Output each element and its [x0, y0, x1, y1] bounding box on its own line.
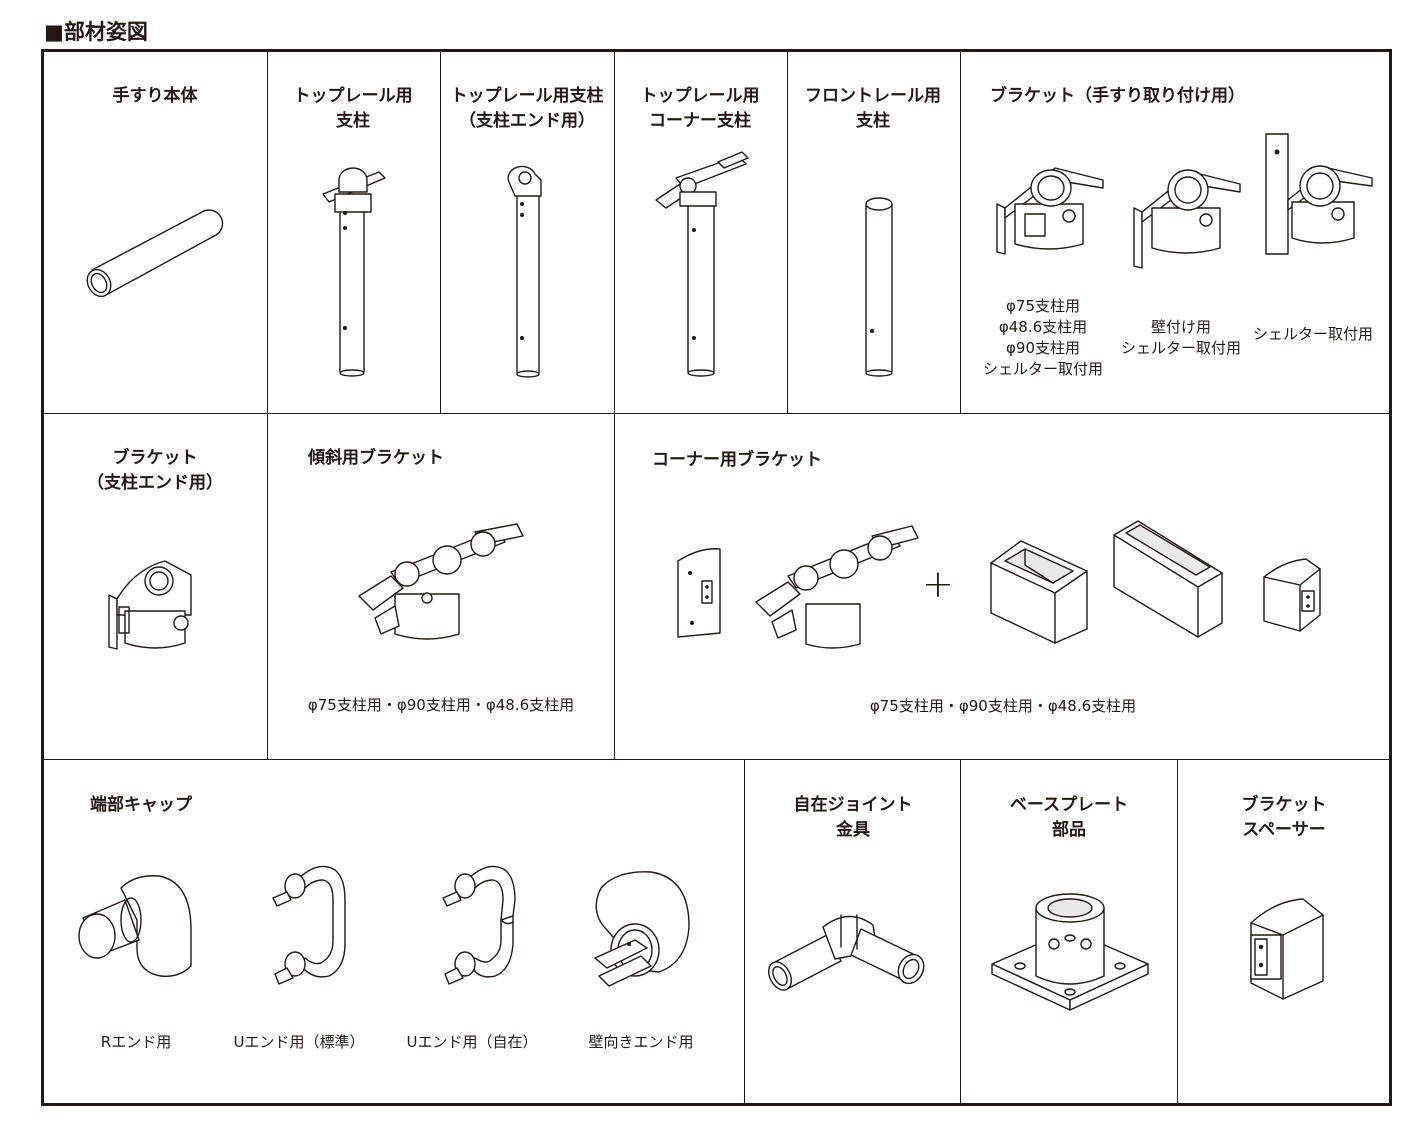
title-line: 自在ジョイント [793, 795, 913, 815]
col-divider [440, 51, 441, 413]
u-end-cap-standard-illustration [272, 865, 346, 985]
title-line: トップレール用支柱 [450, 86, 604, 106]
corner-spacer-illustration [1263, 558, 1321, 632]
frontrail-post-illustration [865, 197, 893, 377]
frontrail-post-title: フロントレール用 支柱 [805, 84, 941, 134]
toprail-corner-post-illustration [655, 151, 749, 377]
bracket-wall-illustration [1133, 169, 1241, 269]
toprail-post-title: トップレール用 支柱 [294, 84, 413, 134]
toprail-post-illustration [322, 167, 386, 377]
caption-line: φ75支柱用 [1006, 297, 1080, 315]
title-line: （支柱エンド用） [87, 473, 223, 493]
bracket-mount-caption-c: シェルター取付用 [1252, 325, 1374, 343]
end-cap-caption-wall: 壁向きエンド用 [588, 1033, 694, 1051]
incline-bracket-title: 傾斜用ブラケット [308, 448, 444, 468]
bracket-post-illustration [996, 167, 1104, 255]
corner-bracket-illustration [755, 525, 919, 649]
caption-line: シェルター取付用 [1120, 339, 1242, 357]
corner-cover-long-illustration [1113, 520, 1223, 638]
bracket-mount-caption-a: φ75支柱用 φ48.6支柱用 φ90支柱用 シェルター取付用 [983, 296, 1103, 380]
title-line: コーナー支柱 [649, 111, 751, 131]
handrail-body-title: 手すり本体 [112, 86, 198, 106]
incline-bracket-caption: φ75支柱用・φ90支柱用・φ48.6支柱用 [307, 696, 575, 714]
bracket-mount-title: ブラケット（手すり取り付け用） [990, 86, 1245, 106]
caption-line: シェルター取付用 [982, 360, 1104, 378]
bracket-mount-caption-b: 壁付け用 シェルター取付用 [1121, 317, 1241, 359]
bracket-shelter-illustration [1265, 133, 1373, 255]
title-line: ブラケット [1241, 795, 1327, 815]
title-line: 支柱 [856, 111, 890, 131]
title-line: ブラケット [112, 448, 198, 468]
toprail-post-end-title: トップレール用支柱 （支柱エンド用） [451, 84, 604, 134]
parts-table [41, 49, 1392, 1106]
toprail-post-end-illustration [507, 165, 542, 378]
col-divider [1177, 760, 1178, 1105]
title-line: ベースプレート [1009, 795, 1129, 815]
title-line: スペーサー [1242, 820, 1326, 840]
corner-plate-illustration [677, 548, 721, 638]
base-plate-title: ベースプレート 部品 [1010, 793, 1128, 843]
free-joint-title: 自在ジョイント 金具 [794, 793, 913, 843]
col-divider [787, 51, 788, 413]
incline-bracket-illustration [358, 523, 524, 640]
toprail-corner-post-title: トップレール用 コーナー支柱 [641, 84, 760, 134]
caption-line: φ90支柱用 [1006, 339, 1080, 357]
col-divider [744, 760, 745, 1105]
corner-bracket-caption: φ75支柱用・φ90支柱用・φ48.6支柱用 [869, 697, 1137, 715]
title-line: （支柱エンド用） [459, 111, 595, 131]
title-line: フロントレール用 [805, 86, 941, 106]
plus-sign: + [922, 562, 954, 606]
wall-end-cap-illustration [594, 871, 690, 987]
corner-cover-illustration [990, 540, 1088, 644]
free-joint-illustration [768, 914, 925, 991]
title-line: 金具 [836, 820, 870, 840]
caption-line: 壁付け用 [1150, 318, 1212, 336]
bracket-spacer-title: ブラケット スペーサー [1242, 793, 1327, 843]
u-end-cap-free-illustration [442, 865, 516, 985]
corner-bracket-title: コーナー用ブラケット [652, 450, 822, 470]
col-divider [614, 51, 615, 759]
col-divider [960, 51, 961, 413]
bracket-post-end-illustration [108, 560, 192, 650]
end-cap-caption-r: Rエンド用 [100, 1033, 172, 1051]
bracket-spacer-illustration [1250, 898, 1324, 1000]
title-line: 支柱 [336, 111, 370, 131]
r-end-cap-illustration [78, 875, 192, 977]
bracket-post-end-title: ブラケット （支柱エンド用） [87, 446, 223, 496]
base-plate-illustration [991, 893, 1149, 1011]
end-cap-caption-u-standard: Uエンド用（標準） [233, 1033, 365, 1051]
end-cap-title: 端部キャップ [90, 795, 192, 815]
title-line: トップレール用 [640, 86, 760, 106]
col-divider [267, 51, 268, 759]
handrail-pipe-illustration [86, 209, 224, 298]
caption-line: φ48.6支柱用 [998, 318, 1088, 336]
end-cap-caption-u-free: Uエンド用（自在） [406, 1033, 538, 1051]
title-line: 部品 [1052, 820, 1086, 840]
row-divider-1 [43, 413, 1391, 414]
title-line: トップレール用 [293, 86, 413, 106]
col-divider [960, 760, 961, 1105]
page-title: ■部材姿図 [44, 20, 148, 44]
row-divider-2 [43, 759, 1391, 760]
